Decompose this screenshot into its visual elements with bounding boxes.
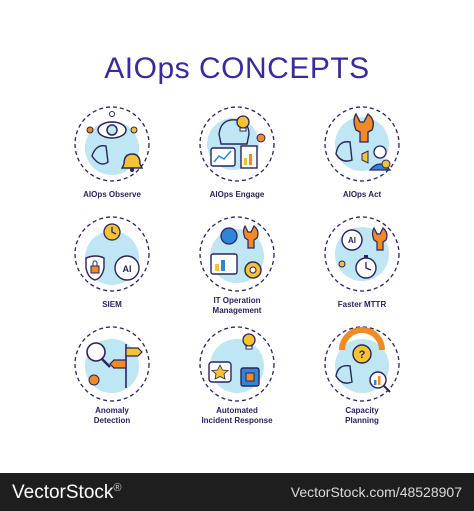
- concept-label-line-1: IT Operation: [213, 296, 261, 305]
- concept-label-line-2: Management: [212, 306, 262, 315]
- footer-bar: VectorStock® VectorStock.com/48528907: [0, 473, 474, 511]
- svg-text:AI: AI: [348, 236, 356, 245]
- svg-text:AI: AI: [123, 264, 132, 274]
- concept-label-line-2: Planning: [345, 416, 379, 425]
- brain-wrench-stopwatch-icon: AI: [322, 214, 402, 294]
- concept-label-line-1: Automated: [216, 406, 258, 415]
- concept-it-operation-management: IT Operation Management: [177, 214, 297, 324]
- concept-siem: AI SIEM: [52, 214, 172, 324]
- head-lightbulb-dashboard-icon: [197, 104, 277, 184]
- gauge-question-chart-icon: ?: [322, 324, 402, 404]
- concept-label: SIEM: [102, 300, 122, 309]
- concept-label: AIOps Observe: [83, 190, 141, 199]
- concept-label: Faster MTTR: [337, 300, 387, 309]
- brand-name: VectorStock: [12, 482, 114, 503]
- concept-anomaly-detection: Anomaly Detection: [52, 324, 172, 434]
- concept-label: Automated Incident Response: [177, 406, 297, 426]
- concept-label: AIOps Engage: [209, 190, 265, 199]
- shield-lock-brain-icon: AI: [72, 214, 152, 294]
- concept-aiops-observe: AIOps Observe: [52, 104, 172, 214]
- concept-label-line-2: Detection: [93, 416, 131, 425]
- eye-network-bell-icon: [72, 104, 152, 184]
- image-id-link[interactable]: VectorStock.com/48528907: [290, 484, 462, 500]
- concepts-grid: AIOps Observe AIOps Engage: [52, 104, 422, 434]
- concept-label: IT Operation Management: [177, 296, 297, 316]
- star-chip-lightbulb-icon: [197, 324, 277, 404]
- concept-label: Anomaly Detection: [52, 406, 172, 426]
- concept-aiops-engage: AIOps Engage: [177, 104, 297, 214]
- concept-label-line-2: Incident Response: [201, 416, 273, 425]
- concept-faster-mttr: AI Faster MTTR: [302, 214, 422, 324]
- concept-aiops-act: AIOps Act: [302, 104, 422, 214]
- head-wrench-user-icon: [322, 104, 402, 184]
- concept-label: Capacity Planning: [302, 406, 422, 426]
- concept-label-line-1: Anomaly: [95, 406, 129, 415]
- concept-label: AIOps Act: [342, 190, 382, 199]
- registered-mark: ®: [113, 482, 122, 494]
- page-title: AIOps CONCEPTS: [104, 52, 370, 85]
- server-chart-gear-icon: [197, 214, 277, 294]
- magnifier-signpost-icon: [72, 324, 152, 404]
- svg-text:?: ?: [359, 349, 366, 361]
- concept-capacity-planning: ? Capacity Planning: [302, 324, 422, 434]
- vectorstock-logo[interactable]: VectorStock®: [12, 482, 122, 504]
- concept-label-line-1: Capacity: [345, 406, 379, 415]
- concept-automated-incident-response: Automated Incident Response: [177, 324, 297, 434]
